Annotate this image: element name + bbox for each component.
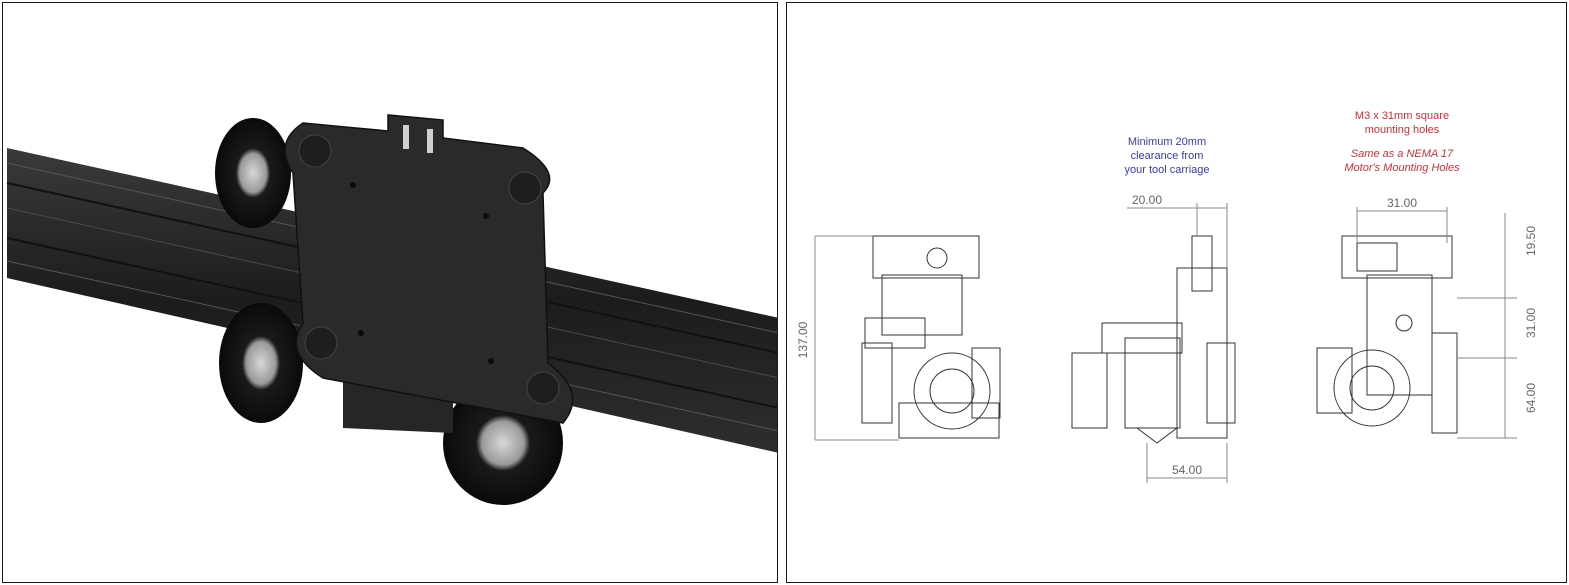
mounting-note-line: mounting holes bbox=[1364, 124, 1440, 136]
side-view bbox=[1071, 235, 1236, 444]
mounting-note-line: M3 x 31mm square bbox=[1354, 110, 1450, 122]
rear-view bbox=[1316, 235, 1458, 434]
clearance-note-line: Minimum 20mm bbox=[1127, 136, 1207, 148]
dim-height-total: 137.00 bbox=[796, 321, 810, 358]
dim-bottom-offset: 64.00 bbox=[1524, 383, 1538, 413]
front-view bbox=[861, 235, 1001, 439]
wheel-top-left bbox=[215, 118, 291, 228]
dim-hole-spacing-h: 31.00 bbox=[1387, 196, 1417, 210]
technical-drawing: 137.00 20.00 54.00 31.00 19.50 31.00 64.… bbox=[796, 193, 1538, 483]
clearance-note: Minimum 20mm clearance from your tool ca… bbox=[1102, 135, 1232, 177]
dim-hole-spacing-v: 31.00 bbox=[1524, 308, 1538, 338]
mounting-note-line: Same as a NEMA 17 bbox=[1350, 148, 1454, 160]
wheel-bottom-left bbox=[219, 303, 303, 423]
clearance-note-line: your tool carriage bbox=[1124, 164, 1210, 176]
dim-clearance: 20.00 bbox=[1132, 193, 1162, 207]
drawing-panel: 137.00 20.00 54.00 31.00 19.50 31.00 64.… bbox=[786, 2, 1567, 583]
dim-top-offset: 19.50 bbox=[1524, 226, 1538, 256]
mounting-note-line: Motor's Mounting Holes bbox=[1344, 162, 1460, 174]
mounting-note: M3 x 31mm square mounting holes Same as … bbox=[1317, 109, 1487, 175]
carriage-render bbox=[6, 114, 777, 505]
carriage-plate bbox=[284, 114, 574, 424]
dimension-lines bbox=[814, 203, 1517, 483]
dim-base-width: 54.00 bbox=[1172, 463, 1202, 477]
clearance-note-line: clearance from bbox=[1130, 150, 1204, 162]
render-panel bbox=[2, 2, 778, 583]
